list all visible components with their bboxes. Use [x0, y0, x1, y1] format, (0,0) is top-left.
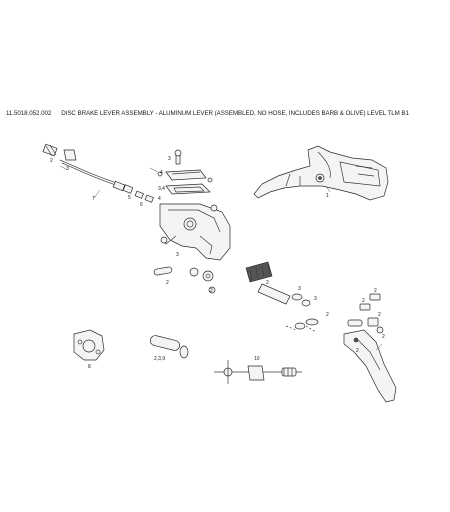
- callout-label: 2: [166, 280, 169, 286]
- assembly-title: DISC BRAKE LEVER ASSEMBLY - ALUMINUM LEV…: [61, 110, 409, 117]
- callout-label: 3: [176, 252, 179, 258]
- piston-assembly-part: [245, 261, 319, 333]
- callout-label: 3: [314, 296, 317, 302]
- callout-label: 2: [378, 312, 381, 318]
- callout-label: 2: [382, 334, 385, 340]
- clamp-part: [73, 329, 105, 361]
- diagram-header: 11.5018.052.002 DISC BRAKE LEVER ASSEMBLY…: [6, 110, 446, 117]
- callout-label: 4: [158, 196, 161, 202]
- hose-part: [42, 143, 154, 203]
- callout-label: 2: [362, 298, 365, 304]
- callout-label: 2: [374, 288, 377, 294]
- callout-label: 3: [298, 286, 301, 292]
- callout-label: 2: [266, 280, 269, 286]
- lever-body-part: [159, 203, 231, 261]
- callout-label: 2: [210, 288, 213, 294]
- callout-label: 1: [326, 193, 329, 199]
- barb-olive-part: [214, 360, 302, 384]
- part-number: 11.5018.052.002: [6, 110, 52, 117]
- callout-label: 3: [66, 166, 69, 172]
- reach-adjust-hardware: [347, 293, 384, 334]
- callout-label: 7: [92, 196, 95, 202]
- callout-label: 2: [50, 158, 53, 164]
- reservoir-cap-stack: [149, 149, 213, 195]
- clamp-bolt-part: [149, 335, 189, 359]
- pivot-pin-part: [153, 266, 216, 294]
- callout-label: 4: [160, 170, 163, 176]
- callout-label: 2,3,9: [154, 356, 165, 362]
- callout-label: 2: [356, 348, 359, 354]
- lever-assembly-part: [253, 145, 389, 201]
- callout-label: 8: [88, 364, 91, 370]
- callout-label: 2: [326, 312, 329, 318]
- callout-label: 5: [128, 195, 131, 201]
- callout-label: 10: [254, 356, 260, 362]
- lever-blade-part: [343, 329, 397, 403]
- callout-label: 3,4: [158, 186, 165, 192]
- callout-label: 3: [168, 156, 171, 162]
- callout-label: 6: [140, 202, 143, 208]
